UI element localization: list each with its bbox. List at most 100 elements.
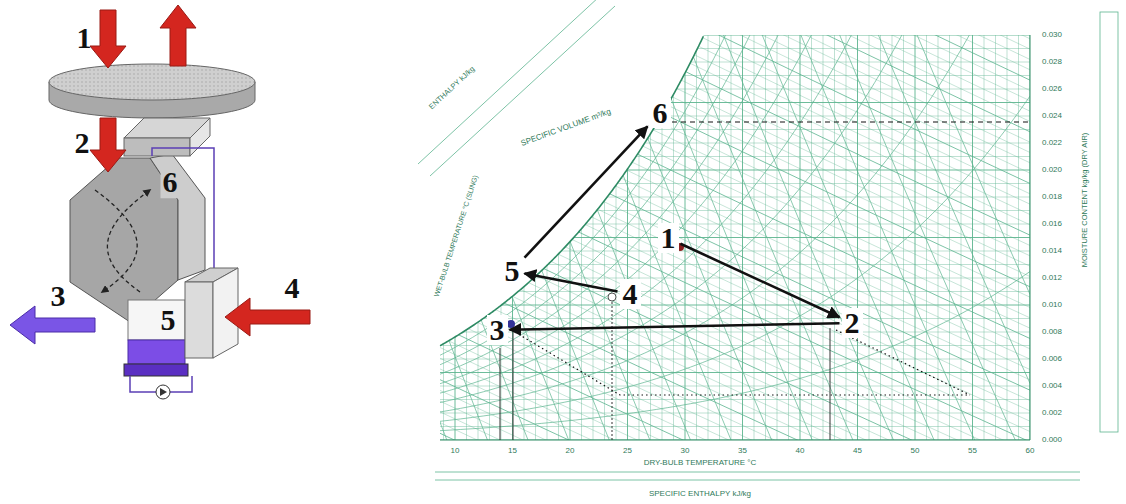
moisture-line: [430, 237, 1030, 238]
guide-line: [836, 330, 970, 395]
chart-grid: [340, 0, 1030, 504]
moisture-line: [430, 129, 1030, 130]
enthalpy-line: [340, 408, 1030, 504]
specific-volume-line: [340, 0, 1030, 504]
enthalpy-line: [340, 0, 1030, 18]
dry-bulb-line: [880, 20, 881, 440]
enthalpy-line: [340, 386, 1030, 504]
enthalpy-line: [340, 0, 1030, 80]
process-arrow: [681, 244, 840, 317]
enthalpy-line: [340, 267, 1030, 504]
saturation-curve: [440, 36, 703, 345]
enthalpy-line: [340, 0, 1030, 28]
dry-bulb-line: [984, 20, 985, 440]
dry-bulb-line: [903, 20, 904, 440]
air-arrow: [90, 10, 126, 68]
enthalpy-line: [340, 310, 1030, 504]
enthalpy-line: [340, 256, 1030, 504]
enthalpy-line: [340, 364, 1030, 504]
enthalpy-line: [340, 0, 1030, 111]
dry-bulb-line: [765, 20, 766, 440]
axis-tick-label: 0.020: [1041, 166, 1063, 174]
enthalpy-line: [340, 332, 1030, 504]
dry-bulb-line: [800, 20, 801, 440]
moisture-line: [430, 372, 1030, 373]
enthalpy-line: [340, 0, 1030, 39]
axis-tick-label: 60: [1025, 447, 1036, 455]
wheel-face: [49, 64, 255, 100]
enthalpy-line: [340, 321, 1030, 504]
water-pipe: [170, 376, 192, 392]
axis-tick-label: 0.030: [1041, 31, 1063, 39]
relative-humidity-curve: [432, 0, 1030, 404]
dry-bulb-line: [524, 20, 525, 440]
moisture-line: [430, 426, 1030, 427]
enthalpy-line: [340, 397, 1030, 504]
enthalpy-line: [340, 0, 1030, 308]
state-point-label: 2: [842, 308, 863, 338]
dry-bulb-line: [995, 20, 996, 440]
enthalpy-line: [340, 0, 1030, 163]
specific-volume-line: [340, 0, 1030, 504]
dry-bulb-line: [811, 20, 812, 440]
dry-bulb-line: [892, 20, 893, 440]
specific-volume-line: [340, 0, 1030, 504]
axis-tick-label: 0.018: [1041, 193, 1063, 201]
state-number: 2: [845, 308, 860, 338]
state-point-label: 6: [650, 98, 671, 128]
state-point: [507, 320, 515, 328]
relative-humidity-curve: [432, 0, 1030, 386]
callout-number: 3: [49, 280, 68, 312]
axis-title: SPECIFIC ENTHALPY kJ/kg: [648, 490, 752, 498]
specific-volume-line: [340, 0, 1030, 504]
dry-bulb-line: [719, 20, 720, 440]
axis-tick-label: 0.028: [1041, 58, 1063, 66]
dry-bulb-line: [834, 20, 835, 440]
enthalpy-line: [340, 0, 1030, 204]
scale-title: WET-BULB TEMPERATURE °C (SLING): [433, 173, 480, 298]
axis-title: MOISTURE CONTENT kg/kg (DRY AIR): [1081, 132, 1089, 269]
callout-number: 5: [159, 304, 178, 336]
axis-tick-label: 15: [507, 447, 518, 455]
specific-volume-line: [340, 0, 1030, 504]
specific-volume-line: [340, 0, 1030, 504]
enthalpy-line: [340, 0, 1030, 235]
enthalpy-line: [340, 0, 1030, 132]
moisture-line: [430, 210, 1030, 211]
scale-band: [430, 6, 615, 176]
axis-tick-label: 0.008: [1041, 328, 1063, 336]
dry-bulb-line: [432, 20, 433, 440]
enthalpy-line: [340, 0, 1030, 90]
axis-tick-label: 0.012: [1041, 274, 1063, 282]
enthalpy-line: [340, 0, 1030, 194]
water-tray: [128, 340, 185, 364]
dry-bulb-line: [869, 20, 870, 440]
enthalpy-line: [340, 0, 1030, 49]
enthalpy-line: [340, 0, 1030, 59]
enthalpy-line: [340, 116, 1030, 442]
dry-bulb-line: [777, 20, 778, 440]
scale-band: [418, 0, 600, 164]
specific-volume-line: [340, 0, 1030, 504]
axis-tick-label: 40: [795, 447, 806, 455]
axis-title: DRY-BULB TEMPERATURE °C: [643, 459, 758, 467]
pump-symbol: [160, 388, 167, 396]
relative-humidity-curve: [432, 271, 1030, 431]
axis-tick-label: 45: [852, 447, 863, 455]
callout-number: 2: [73, 127, 92, 159]
axis-tick-label: 0.026: [1041, 85, 1063, 93]
dry-bulb-line: [443, 20, 444, 440]
moisture-line: [430, 399, 1030, 400]
dry-bulb-line: [972, 20, 973, 440]
guide-line: [672, 121, 1030, 122]
specific-volume-line: [340, 46, 1030, 504]
enthalpy-line: [340, 0, 1030, 318]
enthalpy-line: [340, 289, 1030, 504]
enthalpy-line: [340, 0, 1030, 70]
connectors: [510, 126, 840, 329]
dry-bulb-line: [604, 20, 605, 440]
axis-tick-label: 0.022: [1041, 139, 1063, 147]
relative-humidity-curve: [432, 0, 1030, 413]
enthalpy-line: [340, 0, 1030, 246]
